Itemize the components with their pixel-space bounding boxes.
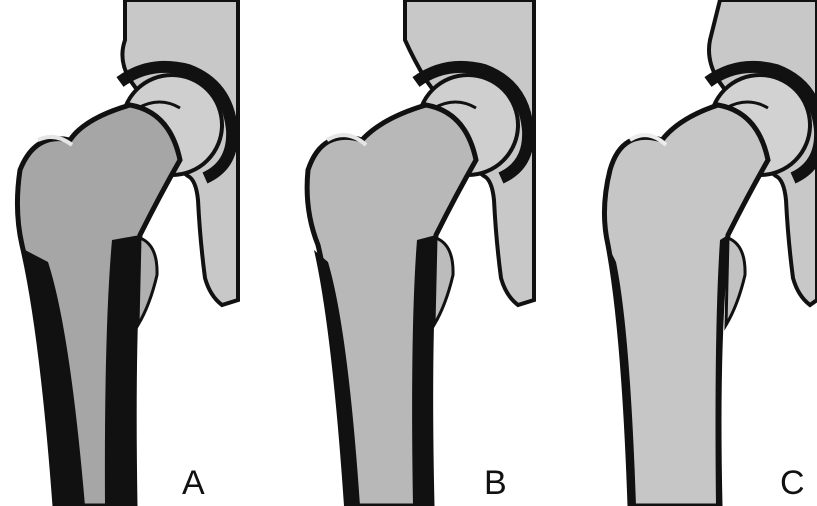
lesser-trochanter	[726, 238, 745, 325]
lesser-trochanter	[138, 238, 157, 325]
panel-label-b: B	[484, 466, 507, 500]
lesser-trochanter	[434, 238, 453, 325]
panel-b-drawing	[272, 0, 544, 506]
panel-a-drawing	[0, 0, 272, 506]
panel-c: C	[544, 0, 817, 506]
panel-a: A	[0, 0, 272, 506]
panel-b: B	[272, 0, 544, 506]
panel-c-drawing	[544, 0, 817, 506]
panel-label-a: A	[182, 466, 205, 500]
panel-label-c: C	[780, 466, 805, 500]
